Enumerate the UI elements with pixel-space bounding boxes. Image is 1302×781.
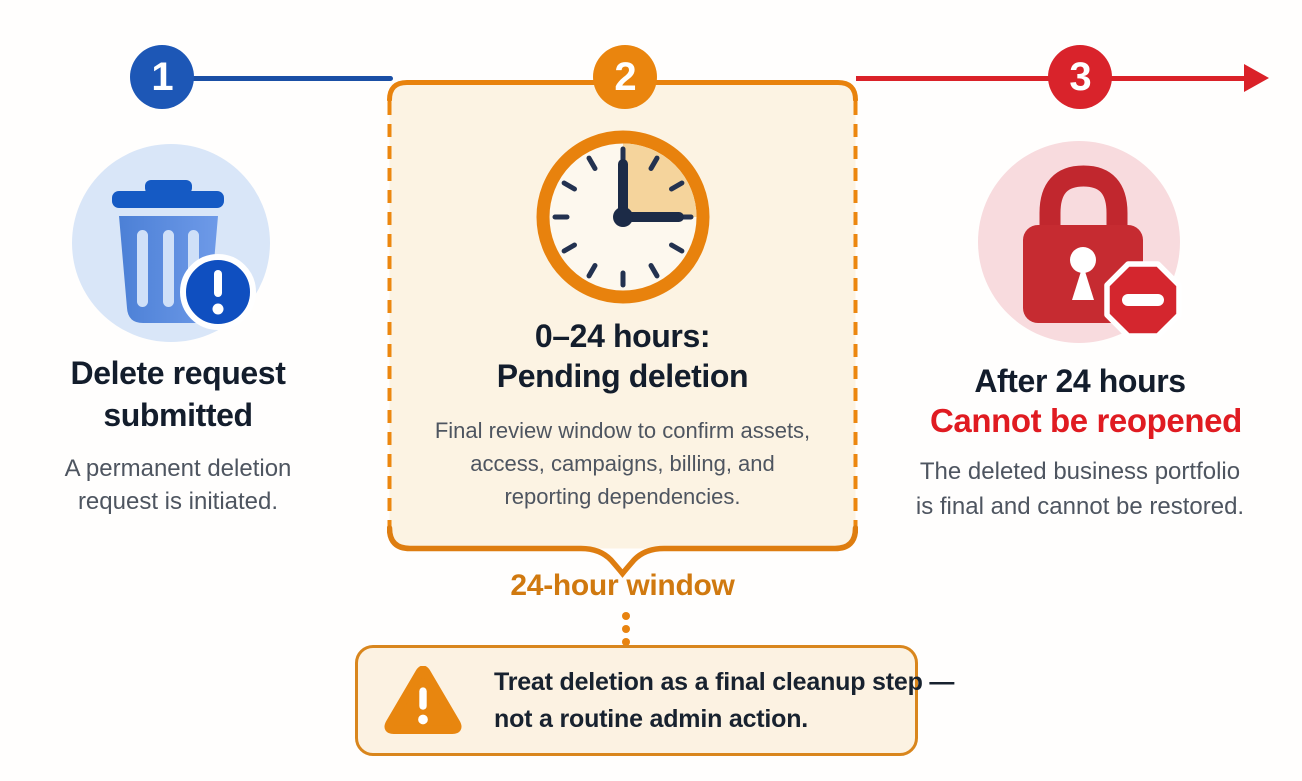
step-1-title-line-1: Delete request xyxy=(70,355,286,391)
step-3-number: 3 xyxy=(1069,54,1091,99)
step-3-description: The deleted business portfolio is final … xyxy=(915,458,1245,520)
trash-delete-alert-icon xyxy=(72,144,270,342)
warning-callout: Treat deletion as a final cleanup step —… xyxy=(355,645,954,756)
window-duration-label: 24-hour window xyxy=(510,569,735,602)
clock-24h-icon xyxy=(536,130,710,304)
step-1-title: Delete request submitted xyxy=(28,352,328,436)
step-3-number-badge: 3 xyxy=(1048,45,1112,109)
step-1-description: A permanent deletion request is initiate… xyxy=(64,455,292,515)
pending-deletion-panel xyxy=(387,80,858,578)
step-2-title-line-2: Pending deletion xyxy=(496,358,749,394)
warning-text-line-2: not a routine admin action. xyxy=(494,704,809,733)
lock-cannot-reopen-icon xyxy=(978,141,1182,343)
warning-triangle-icon xyxy=(384,665,462,734)
warning-text-line-1: Treat deletion as a final cleanup step — xyxy=(494,667,955,696)
step-2-number: 2 xyxy=(614,54,636,99)
timeline-segment-blue xyxy=(161,76,393,81)
warning-callout-text: Treat deletion as a final cleanup step —… xyxy=(494,664,954,738)
step-1-number-badge: 1 xyxy=(130,45,194,109)
arrow-right-icon xyxy=(1244,64,1269,92)
step-3-title-line-2: Cannot be reopened xyxy=(930,402,1242,439)
step-1-number: 1 xyxy=(151,54,173,99)
step-3-title: After 24 hours Cannot be reopened xyxy=(930,362,1242,440)
step-2-description: Final review window to confirm assets, a… xyxy=(434,418,811,509)
dotted-connector-dot xyxy=(622,638,630,646)
step-2-title: 0–24 hours: Pending deletion xyxy=(407,316,838,396)
step-2-number-badge: 2 xyxy=(593,45,657,109)
step-1-title-line-2: submitted xyxy=(103,397,253,433)
dotted-connector-dot xyxy=(622,612,630,620)
step-2-title-line-1: 0–24 hours: xyxy=(534,318,711,354)
step-3-title-line-1: After 24 hours xyxy=(974,363,1186,399)
dotted-connector-dot xyxy=(622,625,630,633)
